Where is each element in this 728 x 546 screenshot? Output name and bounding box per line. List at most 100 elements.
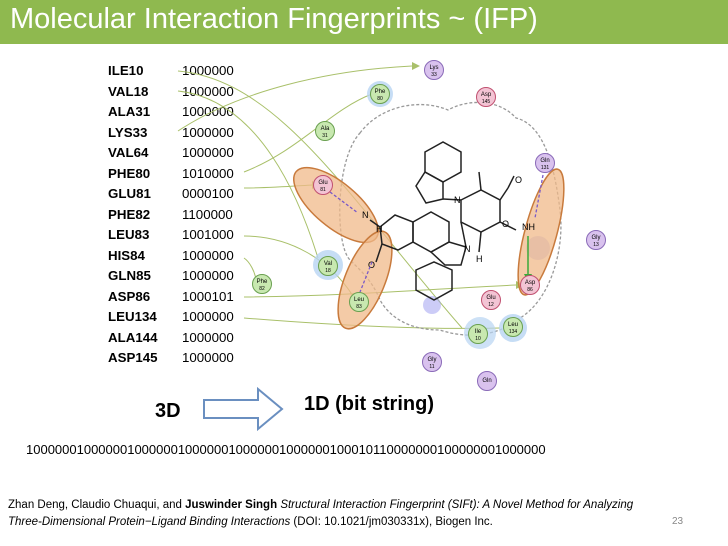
residue-name: GLN85 xyxy=(108,268,151,283)
citation-authors: Zhan Deng, Claudio Chuaqui, and xyxy=(8,499,186,511)
atom-n3: N xyxy=(362,210,369,220)
svg-text:31: 31 xyxy=(322,133,328,139)
connector-lines xyxy=(177,65,517,329)
title-bar: Molecular Interaction Fingerprints ~ (IF… xyxy=(0,0,728,44)
residue-name: LEU83 xyxy=(108,227,150,242)
residue-name: GLU81 xyxy=(108,186,151,201)
residue-bits: 1000000 xyxy=(182,350,234,365)
svg-text:Ala: Ala xyxy=(321,126,330,132)
residue-bits: 1000000 xyxy=(182,329,234,345)
svg-text:33: 33 xyxy=(431,72,437,78)
residue-bits: 1010000 xyxy=(182,165,234,181)
citation-title-line2: Three-Dimensional Protein−Ligand Binding… xyxy=(8,516,291,528)
residue-name: LYS33 xyxy=(108,124,148,140)
atom-n1: N xyxy=(454,195,461,205)
connector-lys33 xyxy=(177,65,413,132)
connector-ile10 xyxy=(177,70,463,329)
svg-text:Gln: Gln xyxy=(482,378,491,384)
residue-name: ASP86 xyxy=(108,288,151,304)
atom-n2: N xyxy=(464,244,471,254)
svg-text:18: 18 xyxy=(325,268,331,274)
atom-nh: NH xyxy=(522,222,535,232)
svg-text:Leu: Leu xyxy=(508,322,518,328)
residue-bits: 1000000 xyxy=(182,268,234,283)
svg-text:Phe: Phe xyxy=(375,89,386,95)
slide-title: Molecular Interaction Fingerprints ~ (IF… xyxy=(10,3,538,35)
atom-h1: H xyxy=(376,224,383,234)
residue-bits: 1000000 xyxy=(182,309,234,324)
atom-o2: O xyxy=(515,175,522,185)
svg-text:Glu: Glu xyxy=(318,180,327,186)
right-arrow-icon xyxy=(203,387,284,431)
citation-tail: (DOI: 10.1021/jm030331x), Biogen Inc. xyxy=(290,516,493,528)
connector-val18 xyxy=(177,90,319,259)
residue-bits: 0000100 xyxy=(182,186,234,201)
svg-text:11: 11 xyxy=(429,364,434,370)
node-gln: Gln xyxy=(477,371,497,391)
residue-name: ASP145 xyxy=(108,350,158,365)
connector-asp86 xyxy=(243,284,517,298)
label-1d: 1D (bit string) xyxy=(304,393,434,415)
svg-text:Ile: Ile xyxy=(475,329,482,335)
residue-bits: 1000000 xyxy=(182,145,234,160)
svg-text:Glu: Glu xyxy=(486,295,495,301)
residue-name: VAL18 xyxy=(108,83,149,99)
residue-name: VAL64 xyxy=(108,145,149,160)
residue-bits: 1100000 xyxy=(182,206,233,222)
residue-name: PHE80 xyxy=(108,165,151,181)
svg-text:86: 86 xyxy=(527,287,533,293)
residue-bits: 1000000 xyxy=(182,63,234,78)
ligand-structure xyxy=(369,141,517,301)
connector-phe82 xyxy=(243,257,257,281)
atom-o1: O xyxy=(502,219,509,229)
svg-text:Lys: Lys xyxy=(429,65,438,71)
bit-string: 1000000100000010000001000000100000010000… xyxy=(26,442,546,457)
svg-text:82: 82 xyxy=(259,286,265,292)
connector-phe80 xyxy=(243,93,373,173)
svg-text:134: 134 xyxy=(509,329,518,335)
svg-text:Phe: Phe xyxy=(257,279,268,285)
svg-text:13: 13 xyxy=(593,242,599,248)
page-number: 23 xyxy=(672,516,684,527)
svg-text:Gly: Gly xyxy=(428,357,437,363)
svg-text:83: 83 xyxy=(356,304,362,310)
svg-text:Asp: Asp xyxy=(525,280,536,286)
svg-text:Gln: Gln xyxy=(540,158,549,164)
svg-text:Leu: Leu xyxy=(354,297,364,303)
citation: Zhan Deng, Claudio Chuaqui, and Juswinde… xyxy=(8,497,658,531)
svg-text:81: 81 xyxy=(320,187,326,193)
residue-name: PHE82 xyxy=(108,206,151,222)
atom-labels: N N N H O O O H NH xyxy=(362,175,535,270)
citation-author-bold: Juswinder Singh xyxy=(185,499,278,511)
residue-name: ALA31 xyxy=(108,104,151,119)
residue-bits: 1000000 xyxy=(182,247,234,263)
residue-name: ILE10 xyxy=(108,63,144,78)
hbond-arrows xyxy=(329,174,544,293)
svg-text:Gly: Gly xyxy=(592,235,601,241)
atom-h2: H xyxy=(476,254,483,264)
svg-text:131: 131 xyxy=(541,165,550,171)
residue-bits: 1000000 xyxy=(182,124,234,140)
residue-name: ALA144 xyxy=(108,329,158,345)
svg-text:12: 12 xyxy=(488,302,494,308)
atom-o3: O xyxy=(368,260,375,270)
residue-name: LEU134 xyxy=(108,309,157,324)
svg-text:Asp: Asp xyxy=(481,92,492,98)
label-3d: 3D xyxy=(155,400,181,422)
citation-title-line1: Structural Interaction Fingerprint (SIFt… xyxy=(280,499,634,511)
